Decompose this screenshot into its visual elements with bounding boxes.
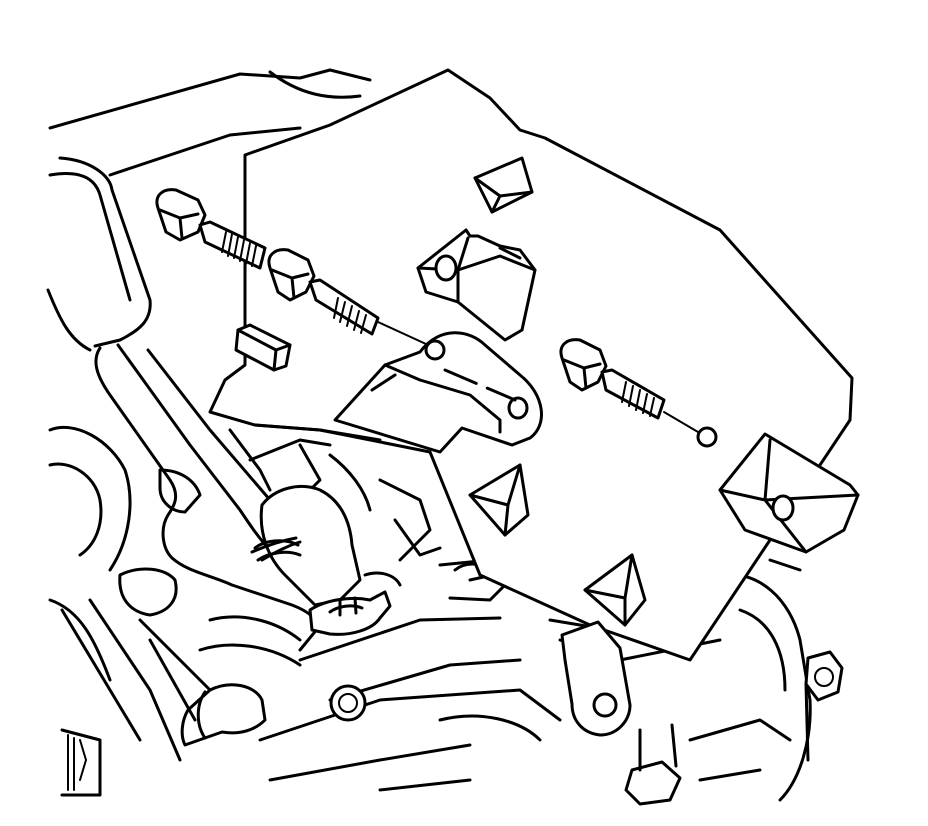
- bracket-boss: [473, 156, 534, 214]
- bolt-right: [559, 338, 699, 433]
- isolator-block-lower: [718, 432, 860, 554]
- retaining-clip: [234, 323, 292, 372]
- mounting-bracket: [208, 68, 854, 737]
- bolt-upper-left: [155, 188, 267, 270]
- sensor-connector: [250, 485, 402, 636]
- bolt-upper-middle: [267, 248, 427, 345]
- hose-clamp: [253, 539, 302, 562]
- bracket-boss: [468, 463, 530, 537]
- bracket-boss: [583, 553, 647, 627]
- isolator-block-upper: [416, 228, 537, 342]
